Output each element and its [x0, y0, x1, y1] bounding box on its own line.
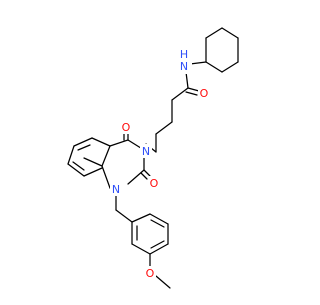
bond	[185, 71, 189, 89]
bond	[115, 209, 133, 223]
methoxy-oxygen-label: O	[146, 267, 155, 280]
label-backdrop	[148, 176, 160, 190]
bond	[205, 27, 223, 39]
bond	[67, 163, 85, 177]
label-backdrop	[140, 144, 152, 158]
label-backdrop	[198, 86, 210, 100]
amide-oxygen-label: O	[200, 87, 209, 100]
bond	[67, 145, 75, 165]
bond	[150, 219, 165, 228]
bond	[143, 169, 151, 177]
bond	[73, 137, 93, 147]
amide-nitrogen-label: N	[180, 60, 188, 73]
bond	[131, 213, 151, 223]
label-backdrop	[144, 266, 156, 280]
bond	[221, 27, 239, 39]
bond	[140, 172, 148, 180]
label-backdrop	[120, 120, 132, 134]
bond	[205, 61, 223, 73]
c2-oxygen-label: O	[150, 177, 159, 190]
n1-label: N	[112, 183, 120, 196]
bond	[127, 169, 145, 185]
label-backdrop	[176, 58, 192, 74]
bond	[155, 275, 171, 289]
bonds	[67, 27, 239, 289]
bond	[155, 121, 173, 135]
bond	[101, 145, 111, 167]
bond	[171, 87, 189, 101]
bond	[101, 165, 111, 189]
molecule-drawing: N H O O N O N O	[67, 27, 239, 289]
bond	[131, 243, 151, 255]
bond	[149, 213, 169, 225]
label-backdrop	[110, 182, 122, 196]
bond	[83, 167, 103, 177]
bond	[149, 243, 169, 255]
bond	[187, 87, 200, 92]
bond	[109, 139, 129, 147]
n3-label: N	[142, 145, 150, 158]
bond	[189, 61, 207, 65]
bond	[77, 144, 91, 151]
structure-canvas: N H O O N O N O	[67, 27, 239, 289]
amide-hydrogen-label: H	[180, 48, 188, 61]
atom-labels: N H O O N O N O	[110, 48, 210, 280]
bond	[221, 61, 239, 73]
bond	[83, 157, 103, 167]
c4-oxygen-label: O	[122, 121, 131, 134]
bond	[185, 91, 198, 96]
bond	[150, 240, 165, 249]
bond	[91, 137, 111, 147]
bond	[72, 161, 85, 171]
